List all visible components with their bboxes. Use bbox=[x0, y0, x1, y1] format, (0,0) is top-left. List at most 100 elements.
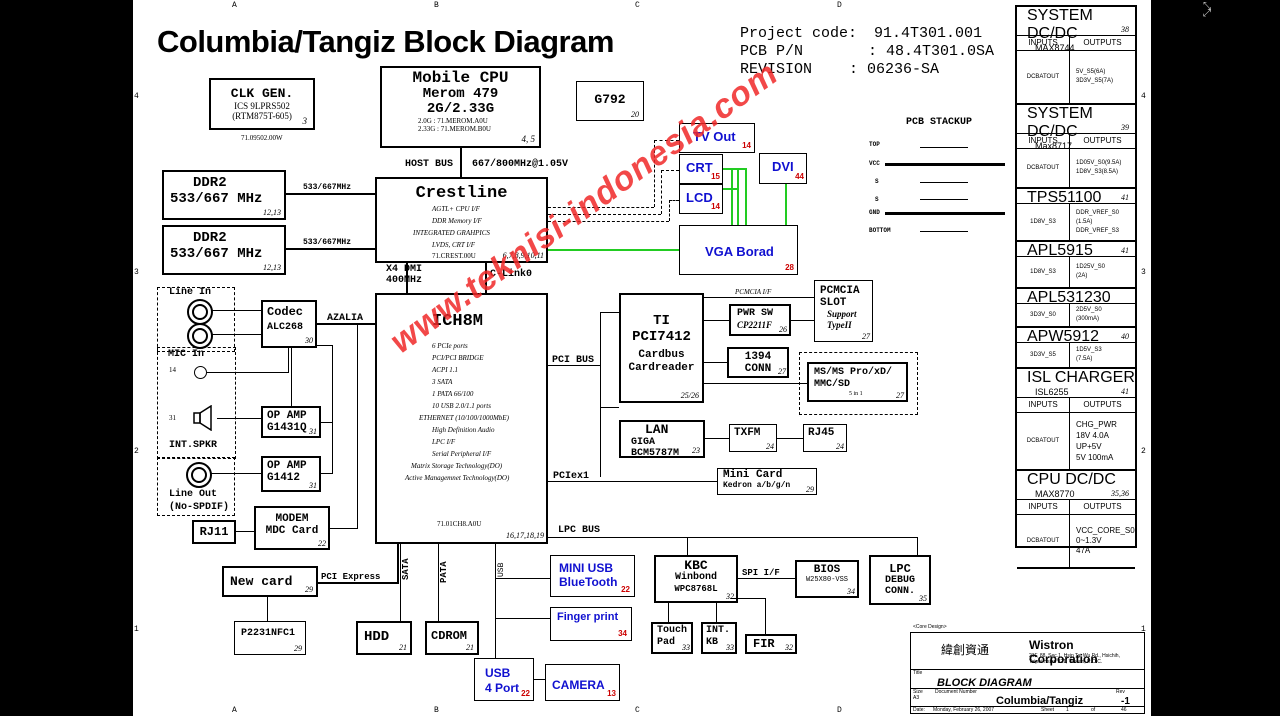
usb-wire-fp bbox=[495, 618, 550, 619]
clk-gen-chip: ICS 9LPRS502 bbox=[234, 101, 290, 111]
host-bus-label: HOST BUS bbox=[405, 159, 454, 170]
ich8m-page: 16,17,18,19 bbox=[506, 531, 544, 540]
revision-label: REVISION bbox=[740, 61, 813, 78]
ieee1394-conn: CONN bbox=[744, 363, 772, 375]
new-card-label: New card bbox=[230, 574, 293, 589]
ddr2-2-title: DDR2 bbox=[193, 230, 227, 246]
g792-name: G792 bbox=[594, 92, 626, 107]
ms-subtitle: MMC/SD bbox=[814, 379, 851, 390]
grid-col-d-bottom: D bbox=[837, 706, 842, 715]
ms-5in1: 5 in 1 bbox=[849, 391, 863, 397]
project-code-label: Project code: bbox=[740, 25, 858, 42]
dash-crt-h bbox=[661, 170, 679, 171]
dmi-speed: 400MHz bbox=[386, 275, 423, 286]
touchpad-page: 33 bbox=[682, 643, 690, 652]
power-outputs-header: OUTPUTS bbox=[1083, 400, 1122, 409]
fullscreen-icon[interactable]: ⤡⤢ bbox=[1203, 1, 1211, 19]
cpu-sku-1: 2.0G : 71.MEROM.A0U bbox=[418, 117, 488, 125]
opamp-2-pn: G1412 bbox=[267, 472, 301, 484]
usb-port-label: USB bbox=[485, 666, 511, 680]
green-line-4 bbox=[717, 168, 747, 170]
ti-cardbus: Cardbus bbox=[638, 349, 685, 361]
pcmcia-title: PCMCIA bbox=[820, 285, 860, 297]
opamp-bus-v bbox=[332, 345, 333, 474]
hdd-page: 21 bbox=[399, 643, 407, 652]
revision-value: : 06236-SA bbox=[849, 61, 940, 78]
kbc-fir-wire-v bbox=[765, 598, 766, 634]
line-in-label: Line In bbox=[169, 287, 212, 298]
usb-line bbox=[495, 544, 496, 679]
sheet-total: 46 bbox=[1121, 707, 1127, 713]
txfm-label: TXFM bbox=[734, 427, 761, 439]
kbc-winbond: Winbond bbox=[674, 572, 717, 583]
stackup-layer-top bbox=[920, 147, 968, 148]
pcmcia-if-label: PCMCIA I/F bbox=[735, 288, 772, 296]
ieee1394-title: 1394 bbox=[744, 351, 772, 363]
pci-bus-top bbox=[600, 312, 619, 313]
ich-feature: High Definition Audio bbox=[432, 426, 495, 434]
rj45-label: RJ45 bbox=[808, 427, 835, 439]
pcie-lan-line bbox=[600, 407, 601, 477]
mic-jack-icon bbox=[194, 366, 207, 379]
lpc-kbc-drop bbox=[687, 537, 688, 555]
stackup-vcc: VCC bbox=[869, 160, 880, 167]
spi-line bbox=[738, 578, 795, 579]
stackup-layer-vcc bbox=[885, 163, 1005, 166]
bios-chip: W25X80-VSS bbox=[805, 576, 848, 584]
dvi-label: DVI bbox=[772, 159, 794, 174]
txfm-block: TXFM 24 bbox=[729, 424, 777, 452]
camera-page: 13 bbox=[607, 689, 616, 698]
power-input: DCBATOUT bbox=[1017, 413, 1070, 469]
cpu-sku-2: 2.33G : 71.MEROM.B0U bbox=[418, 125, 491, 133]
spk-page: 31 bbox=[169, 414, 176, 422]
pci-express-line-v bbox=[397, 544, 399, 584]
cpu-speed: 2G/2.33G bbox=[426, 101, 495, 117]
lan-chip: BCM5787M bbox=[631, 448, 680, 459]
power-title: CPU DC/DC bbox=[1027, 471, 1116, 488]
ich-feature: Matrix Storage Technology(DO) bbox=[411, 462, 503, 470]
pci-express-label: PCI Express bbox=[321, 572, 381, 582]
lpc-debug-page: 35 bbox=[919, 594, 927, 603]
dash-tv-v bbox=[654, 140, 655, 207]
power-page: 41 bbox=[1121, 246, 1129, 255]
stackup-title: PCB STACKUP bbox=[906, 117, 973, 128]
power-input: 3D3V_S0 bbox=[1017, 304, 1070, 326]
mic-wire bbox=[207, 372, 289, 373]
opamp-bus-h bbox=[317, 345, 333, 346]
kbc-touch-wire bbox=[668, 603, 669, 622]
power-output: VCC_CORE_S0 0~1.3V 47A bbox=[1076, 526, 1135, 555]
power-inputs-header: INPUTS bbox=[1017, 36, 1070, 50]
ddr-bus-2-label: 533/667MHz bbox=[303, 238, 352, 247]
power-output: 5V_S5(6A) 3D3V_S5(7A) bbox=[1076, 69, 1114, 84]
pwr-sw-block: PWR SW CP2211F 26 bbox=[729, 304, 791, 336]
pwr-sw-chip: CP2211F bbox=[737, 320, 773, 330]
hdd-label: HDD bbox=[364, 629, 390, 645]
mini-card-title: Mini Card bbox=[723, 469, 783, 481]
fir-page: 32 bbox=[785, 643, 793, 652]
stackup-bottom: BOTTOM bbox=[869, 227, 891, 234]
spi-label: SPI I/F bbox=[742, 568, 780, 578]
power-title: APL531230 bbox=[1027, 289, 1111, 306]
ich8m-name: ICH8M bbox=[432, 312, 484, 331]
g792-block: G792 20 bbox=[576, 81, 644, 121]
modem-wire-v bbox=[357, 324, 358, 529]
touchpad-sub: Pad bbox=[657, 637, 676, 648]
int-kb-sub: KB bbox=[706, 637, 719, 648]
ich8m-block: ICH8M 6 PCIe ports PCI/PCI BRIDGE ACPI 1… bbox=[375, 293, 548, 544]
fingerprint-block: Finger print 34 bbox=[550, 607, 632, 641]
ddr2-2-page: 12,13 bbox=[263, 263, 281, 272]
ms-page: 27 bbox=[896, 391, 904, 400]
date-value: Monday, February 26, 2007 bbox=[933, 707, 995, 713]
azalia-label: AZALIA bbox=[327, 313, 364, 324]
opamp-1-pn: G1431Q bbox=[267, 422, 307, 434]
power-page: 39 bbox=[1121, 123, 1129, 132]
codec-pn: ALC268 bbox=[267, 322, 304, 333]
line-out-label: Line Out(No-SPDIF) bbox=[169, 488, 229, 514]
power-chip: Max8717 bbox=[1035, 141, 1073, 151]
power-input: DCBATOUT bbox=[1017, 515, 1070, 567]
grid-col-c: C bbox=[635, 1, 640, 10]
